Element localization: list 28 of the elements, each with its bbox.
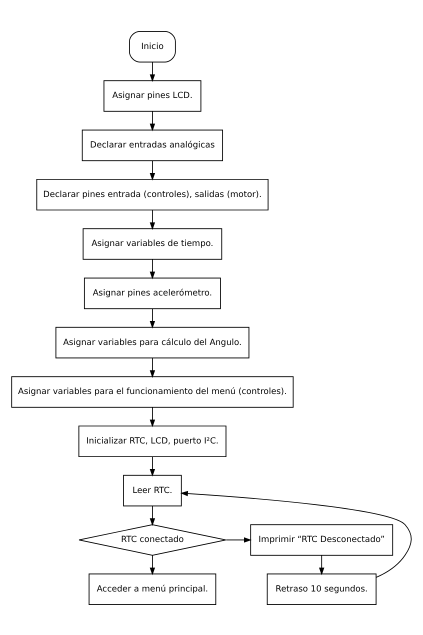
arrow [150, 357, 156, 378]
arrow [150, 308, 156, 328]
node-box: Asignar pines acelerómetro. [84, 277, 221, 309]
node-diamond: RTC conectado [78, 524, 226, 556]
arrow [150, 160, 156, 180]
arrow [150, 61, 156, 82]
arrow [180, 490, 412, 578]
node-box: Asignar pines LCD. [104, 80, 202, 112]
arrow [318, 554, 324, 575]
node-box: Inicializar RTC, LCD, puerto I²C. [78, 425, 226, 457]
node-box: Imprimir “RTC Desconectado” [250, 524, 394, 556]
arrow [150, 258, 156, 279]
arrow [150, 505, 156, 526]
node-box: Retraso 10 segundos. [266, 573, 377, 605]
node-box: Asignar variables para el funcionamiento del menú (controles). [11, 376, 294, 408]
arrow [150, 456, 156, 476]
node-box: Asignar variables de tiempo. [82, 228, 222, 260]
arrow [150, 209, 156, 230]
node-box: Acceder a menú principal. [88, 573, 216, 605]
node-box: Asignar variables para cálculo del Angulo. [55, 326, 250, 358]
arrow [150, 406, 156, 427]
node-box: Leer RTC. [123, 474, 182, 506]
arrow [150, 110, 156, 131]
arrow [226, 536, 252, 542]
node-box: Declarar entradas analógicas [82, 129, 224, 161]
node-box: Inicio [129, 30, 176, 62]
arrow [150, 554, 156, 575]
node-box: Declarar pines entrada (controles), salidas (motor). [36, 178, 269, 210]
